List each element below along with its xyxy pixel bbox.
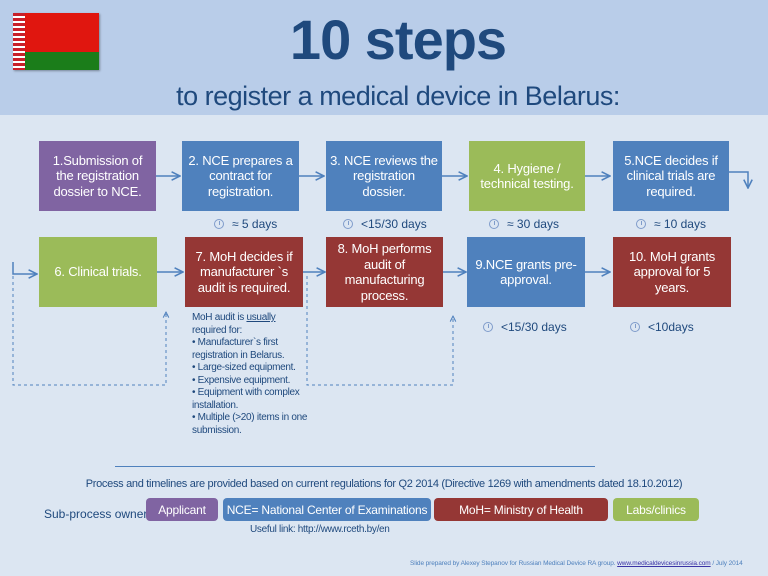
step-9-label: 9.NCE grants pre-approval. — [475, 256, 577, 288]
legend-applicant: Applicant — [146, 498, 218, 521]
audit-note-emphasis: usually — [246, 312, 276, 323]
step-5-box: 5.NCE decides if clinical trials are req… — [613, 141, 729, 211]
step-3-timing-text: <15/30 days — [361, 217, 427, 231]
audit-note-bullet: • Multiple (>20) items in one submission… — [192, 412, 308, 436]
clock-icon — [214, 219, 224, 229]
step-1-label: 1.Submission of the registration dossier… — [52, 152, 143, 199]
flag-green-stripe — [25, 52, 99, 70]
header-banner: 10 steps to register a medical device in… — [0, 0, 768, 115]
step-5-timing-text: ≈ 10 days — [654, 217, 706, 231]
step-10-label: 10. MoH grants approval for 5 years. — [628, 248, 716, 295]
step-5-label: 5.NCE decides if clinical trials are req… — [624, 152, 718, 199]
step-4-box: 4. Hygiene / technical testing. — [469, 141, 585, 211]
step-8-box: 8. MoH performs audit of manufacturing p… — [326, 237, 443, 307]
audit-note-bullet: • Equipment with complex installation. — [192, 387, 300, 411]
flag-red-stripe — [25, 13, 99, 52]
audit-note-bullet: • Expensive equipment. — [192, 374, 291, 386]
legend-labs: Labs/clinics — [613, 498, 699, 521]
step-10-timing: <10days — [630, 320, 694, 334]
audit-note-bullet: • Large-sized equipment. — [192, 362, 296, 373]
flag-ornament — [13, 13, 25, 70]
step-7-box: 7. MoH decides if manufacturer `s audit … — [185, 237, 303, 307]
step-2-label: 2. NCE prepares a contract for registrat… — [188, 152, 293, 199]
clock-icon — [483, 322, 493, 332]
credit-line: Slide prepared by Alexey Stepanov for Ru… — [410, 560, 743, 567]
step-1-box: 1.Submission of the registration dossier… — [39, 141, 156, 211]
clock-icon — [343, 219, 353, 229]
step-2-timing-text: ≈ 5 days — [232, 217, 278, 231]
disclaimer-text: Process and timelines are provided based… — [85, 478, 683, 490]
audit-note: MoH audit is usually required for: • Man… — [192, 312, 310, 437]
legend-nce: NCE= National Center of Examinations — [223, 498, 431, 521]
useful-link[interactable]: Useful link: http://www.rceth.by/en — [250, 524, 390, 535]
clock-icon — [489, 219, 499, 229]
step-3-box: 3. NCE reviews the registration dossier. — [326, 141, 442, 211]
clock-icon — [630, 322, 640, 332]
step-4-label: 4. Hygiene / technical testing. — [480, 160, 574, 192]
step-2-box: 2. NCE prepares a contract for registrat… — [182, 141, 299, 211]
footer-divider — [115, 466, 595, 467]
legend-label: Sub-process owner: — [44, 507, 151, 521]
step-3-timing: <15/30 days — [343, 217, 427, 231]
step-10-timing-text: <10days — [648, 320, 694, 334]
step-8-label: 8. MoH performs audit of manufacturing p… — [337, 241, 432, 303]
belarus-flag-icon — [13, 13, 99, 70]
step-5-timing: ≈ 10 days — [636, 217, 706, 231]
step-2-timing: ≈ 5 days — [214, 217, 277, 231]
step-7-label: 7. MoH decides if manufacturer `s audit … — [195, 248, 293, 295]
step-9-box: 9.NCE grants pre-approval. — [467, 237, 585, 307]
page-title: 10 steps — [289, 8, 507, 71]
step-3-label: 3. NCE reviews the registration dossier. — [330, 152, 438, 199]
page-subtitle: to register a medical device in Belarus: — [176, 81, 620, 111]
legend-moh: MoH= Ministry of Health — [434, 498, 608, 521]
audit-note-bullet: • Manufacturer`s first registration in B… — [192, 337, 285, 361]
step-6-box: 6. Clinical trials. — [39, 237, 157, 307]
audit-note-intro: MoH audit is usually required for: — [192, 312, 276, 336]
step-6-label: 6. Clinical trials. — [54, 264, 142, 280]
step-9-timing: <15/30 days — [483, 320, 567, 334]
credit-website-link[interactable]: www.medicaldevicesinrussia.com — [617, 560, 711, 567]
step-4-timing-text: ≈ 30 days — [507, 217, 559, 231]
clock-icon — [636, 219, 646, 229]
step-4-timing: ≈ 30 days — [489, 217, 559, 231]
step-10-box: 10. MoH grants approval for 5 years. — [613, 237, 731, 307]
step-9-timing-text: <15/30 days — [501, 320, 567, 334]
